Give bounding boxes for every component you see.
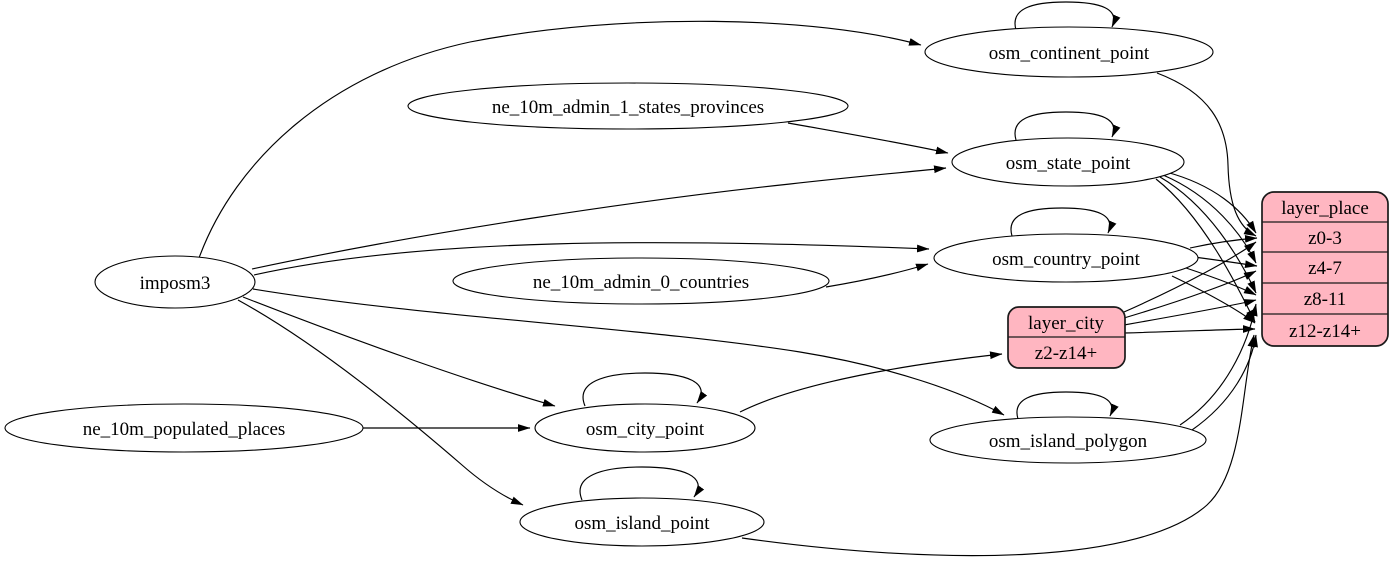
edge-osm-state-point-to-layer-place-z12-z14 bbox=[1155, 178, 1256, 323]
imposm3-shape bbox=[94, 255, 256, 309]
osm-island-polygon-label: osm_island_polygon bbox=[989, 431, 1148, 452]
node-osm-city-point: osm_city_point bbox=[534, 403, 756, 453]
self-loop-osm-city-point bbox=[582, 372, 708, 407]
layer-place-row-z8-11: z8-11 bbox=[1304, 289, 1347, 310]
edge-osm-country-point-to-layer-place-z0-3 bbox=[1189, 235, 1258, 249]
edge-ne-states-to-osm-state-point bbox=[787, 122, 949, 155]
layer-city-title: layer_city bbox=[1028, 313, 1104, 334]
self-loop-osm-island-point bbox=[579, 466, 705, 501]
osm-continent-point-shape bbox=[924, 26, 1214, 78]
imposm3-label: imposm3 bbox=[140, 273, 211, 294]
self-loop-osm-state-point bbox=[1014, 111, 1121, 141]
edge-osm-city-point-to-layer-city-z2-z14 bbox=[739, 351, 1003, 413]
node-osm-continent-point: osm_continent_point bbox=[924, 26, 1214, 78]
layer-place-box bbox=[1261, 191, 1389, 347]
osm-state-point-shape bbox=[951, 137, 1185, 187]
edge-imposm3-to-osm-state-point bbox=[251, 165, 947, 270]
ne-places-label: ne_10m_populated_places bbox=[83, 419, 286, 440]
node-imposm3: imposm3 bbox=[94, 255, 256, 309]
edge-osm-continent-point-to-layer-place-z0-3 bbox=[1156, 72, 1257, 237]
osm-continent-point-label: osm_continent_point bbox=[989, 43, 1150, 64]
osm-country-point-shape bbox=[933, 233, 1199, 283]
edge-osm-state-point-to-layer-place-z8-11 bbox=[1159, 176, 1257, 294]
self-loop-osm-continent-point bbox=[1014, 1, 1121, 31]
node-osm-state-point: osm_state_point bbox=[951, 137, 1185, 187]
osm-island-point-label: osm_island_point bbox=[574, 513, 710, 534]
ne-countries-label: ne_10m_admin_0_countries bbox=[533, 272, 749, 293]
layer-city-row-z2-z14: z2-z14+ bbox=[1035, 343, 1097, 364]
self-loop-osm-island-polygon bbox=[1016, 391, 1119, 420]
edge-layer-city-to-layer-place-z4-7 bbox=[1123, 270, 1257, 319]
record-layer-city: layer_city z2-z14+ bbox=[1007, 306, 1126, 369]
ne-states-label: ne_10m_admin_1_states_provinces bbox=[492, 97, 764, 118]
osm-island-point-shape bbox=[519, 497, 765, 547]
node-ne-10m-admin-1-states-provinces: ne_10m_admin_1_states_provinces bbox=[407, 82, 849, 130]
node-osm-country-point: osm_country_point bbox=[933, 233, 1199, 283]
edge-imposm3-to-osm-island-polygon bbox=[252, 288, 1005, 416]
edge-layer-city-to-layer-place-z0-3 bbox=[1123, 241, 1257, 313]
edge-imposm3-to-osm-island-point bbox=[237, 299, 524, 506]
osm-island-polygon-shape bbox=[929, 416, 1207, 464]
layer-place-row-z4-7: z4-7 bbox=[1308, 258, 1342, 279]
edge-osm-state-point-to-layer-place-z4-7 bbox=[1162, 174, 1257, 264]
ne-states-shape bbox=[407, 82, 849, 130]
record-layer-place: layer_place z0-3 z4-7 z8-11 z12-z14+ bbox=[1261, 191, 1389, 347]
node-osm-island-point: osm_island_point bbox=[519, 497, 765, 547]
edge-imposm3-to-osm-city-point bbox=[242, 296, 556, 407]
edge-layer-city-to-layer-place-z12-z14 bbox=[1123, 325, 1256, 334]
edge-osm-country-point-to-layer-place-z12-z14 bbox=[1171, 275, 1256, 324]
edge-osm-country-point-to-layer-place-z8-11 bbox=[1185, 267, 1257, 296]
ne-places-shape bbox=[4, 403, 364, 453]
self-loop-osm-country-point bbox=[1010, 207, 1117, 237]
edge-ne-countries-to-osm-country-point bbox=[825, 263, 929, 288]
node-osm-island-polygon: osm_island_polygon bbox=[929, 416, 1207, 464]
edge-imposm3-to-osm-continent-point bbox=[198, 20, 922, 259]
osm-country-point-label: osm_country_point bbox=[992, 249, 1140, 270]
edge-osm-island-point-to-layer-place-z12-z14 bbox=[741, 334, 1256, 557]
layer-place-title: layer_place bbox=[1281, 198, 1369, 219]
node-ne-10m-admin-0-countries: ne_10m_admin_0_countries bbox=[452, 257, 830, 305]
node-ne-10m-populated-places: ne_10m_populated_places bbox=[4, 403, 364, 453]
edge-osm-island-polygon-to-layer-place-z8-11 bbox=[1179, 303, 1258, 426]
ne-countries-shape bbox=[452, 257, 830, 305]
edges-group bbox=[198, 1, 1258, 557]
edge-layer-city-to-layer-place-z8-11 bbox=[1123, 299, 1257, 326]
edge-imposm3-to-osm-country-point bbox=[253, 242, 930, 276]
osm-city-point-shape bbox=[534, 403, 756, 453]
layer-place-row-z12-z14: z12-z14+ bbox=[1289, 321, 1361, 342]
osm-state-point-label: osm_state_point bbox=[1006, 153, 1131, 174]
edge-osm-country-point-to-layer-place-z4-7 bbox=[1193, 256, 1258, 269]
edge-osm-state-point-to-layer-place-z0-3 bbox=[1165, 171, 1257, 234]
osm-city-point-label: osm_city_point bbox=[586, 419, 705, 440]
layer-place-row-z0-3: z0-3 bbox=[1308, 228, 1342, 249]
